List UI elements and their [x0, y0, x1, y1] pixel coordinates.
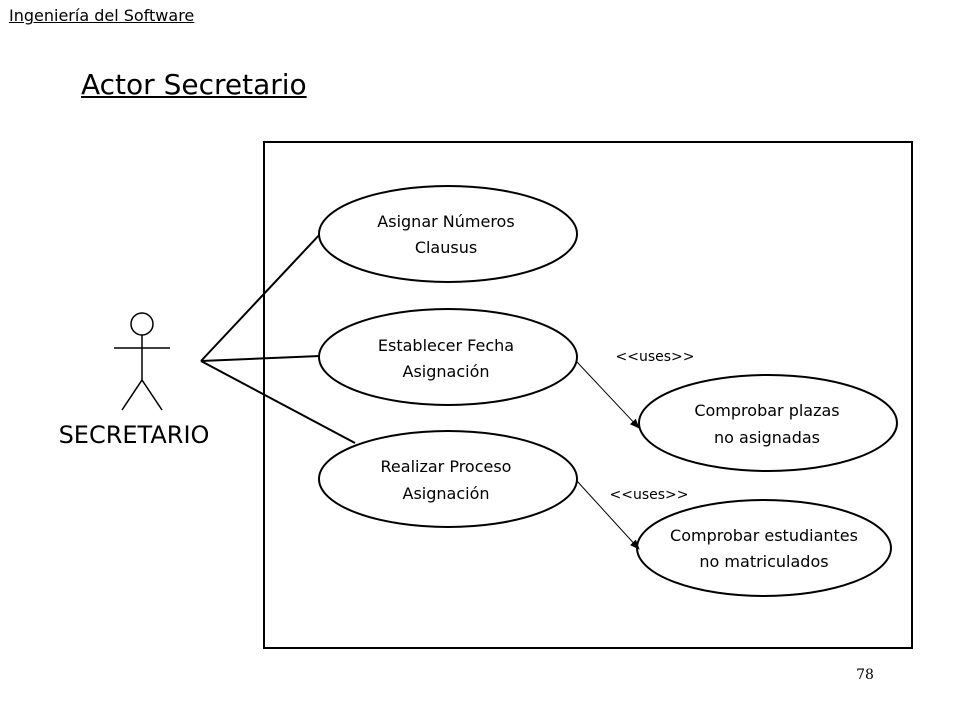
- use-case-realizar-line1: Realizar Proceso: [381, 457, 512, 476]
- use-case-plazas-line1: Comprobar plazas: [694, 401, 839, 420]
- use-case-establecer-line1: Establecer Fecha: [378, 336, 514, 355]
- uses-label-estudiantes: <<uses>>: [610, 487, 689, 503]
- use-case-estudiantes[interactable]: Comprobar estudiantes no matriculados: [636, 499, 892, 597]
- use-case-plazas-line2: no asignadas: [714, 428, 820, 447]
- use-case-estudiantes-line2: no matriculados: [699, 552, 828, 571]
- use-case-realizar[interactable]: Realizar Proceso Asignación: [318, 430, 578, 528]
- course-header-link[interactable]: Ingeniería del Software: [9, 6, 195, 25]
- use-case-establecer[interactable]: Establecer Fecha Asignación: [318, 308, 578, 406]
- association-establecer: [200, 355, 321, 362]
- use-case-establecer-shape: [318, 308, 578, 406]
- use-case-asignar-line2: Clausus: [415, 238, 477, 257]
- associations: [200, 231, 356, 444]
- use-case-asignar-shape: [318, 185, 578, 283]
- uses-label-plazas: <<uses>>: [616, 349, 695, 365]
- use-case-estudiantes-line1: Comprobar estudiantes: [670, 526, 858, 545]
- uses-arrow-estudiantes: [576, 480, 640, 550]
- association-realizar: [200, 360, 356, 444]
- use-case-plazas[interactable]: Comprobar plazas no asignadas: [638, 374, 898, 472]
- use-case-estudiantes-shape: [636, 499, 892, 597]
- slide-title: Actor Secretario: [81, 68, 307, 101]
- use-case-establecer-line2: Asignación: [403, 362, 490, 381]
- actor-label: SECRETARIO: [59, 421, 210, 449]
- use-case-realizar-line2: Asignación: [403, 484, 490, 503]
- use-case-asignar[interactable]: Asignar Números Clausus: [318, 185, 578, 283]
- actor-head: [130, 312, 154, 336]
- actor-left-leg: [121, 379, 143, 411]
- association-asignar: [200, 231, 323, 362]
- use-case-realizar-shape: [318, 430, 578, 528]
- use-case-asignar-line1: Asignar Números: [377, 212, 514, 231]
- uses-arrow-plazas: [576, 361, 640, 429]
- actor-figure: [114, 312, 170, 411]
- use-case-plazas-shape: [638, 374, 898, 472]
- actor-right-leg: [141, 379, 163, 411]
- page-number: 78: [856, 667, 874, 683]
